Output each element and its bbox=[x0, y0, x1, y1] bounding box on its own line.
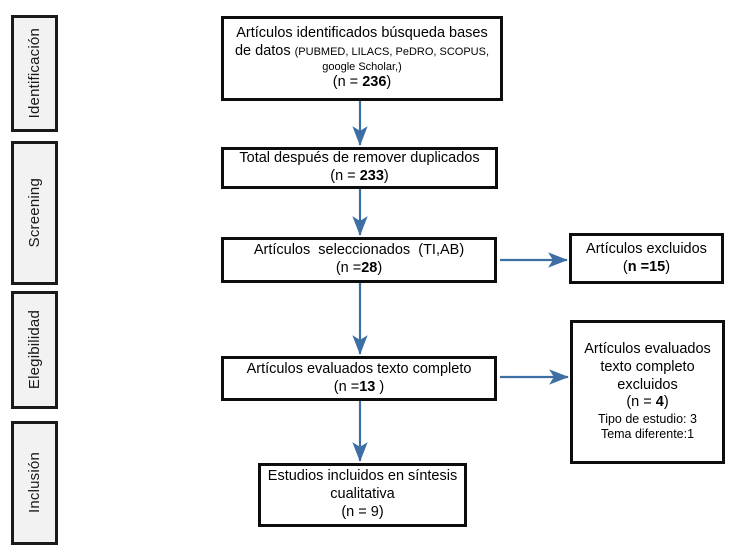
node-identified-line2-main: de datos bbox=[234, 42, 295, 59]
node-screened-excluded-count-suffix: ) bbox=[665, 258, 671, 275]
node-included-count-value: 9 bbox=[370, 503, 379, 520]
node-screened-count-value: 28 bbox=[361, 260, 378, 276]
stage-box-screening: Screening bbox=[11, 141, 58, 285]
node-articles-excluded: Artículos excluidos (n =15) bbox=[569, 233, 724, 284]
node-fulltext-assessed-count-value: 13 bbox=[359, 378, 376, 395]
node-deduplicated-count-value: 233 bbox=[359, 168, 384, 184]
stage-box-identificacion: Identificación bbox=[11, 15, 58, 132]
node-included-count-suffix: ) bbox=[378, 503, 384, 520]
node-fulltext-excluded-count-suffix: ) bbox=[663, 394, 669, 411]
node-identified-line2: de datos (PUBMED, LILACS, PeDRO, SCOPUS, bbox=[235, 43, 489, 61]
node-identified-line2-sources: (PUBMED, LILACS, PeDRO, SCOPUS, bbox=[294, 45, 490, 58]
stage-label-inclusion: Inclusión bbox=[26, 452, 43, 514]
node-fulltext-assessed-count-suffix: ) bbox=[375, 378, 385, 395]
stage-box-elegibilidad: Elegibilidad bbox=[11, 291, 58, 409]
node-articles-identified: Artículos identificados búsqueda bases d… bbox=[221, 16, 503, 101]
node-deduplicated-count: (n = 233) bbox=[330, 168, 388, 186]
node-fulltext-excluded-count-prefix: (n = bbox=[626, 394, 656, 411]
node-identified-count-prefix: (n = bbox=[332, 74, 363, 91]
node-screened-count: (n =28) bbox=[336, 260, 382, 278]
node-fulltext-assessed-line1: Artículos evaluados texto completo bbox=[246, 360, 472, 377]
node-screened-excluded-count: (n =15) bbox=[623, 259, 670, 277]
node-fulltext-excluded-line3: excluidos bbox=[617, 376, 678, 393]
node-fulltext-excluded-count: (n = 4) bbox=[626, 394, 668, 412]
node-fulltext-excluded-line2: texto completo bbox=[600, 359, 695, 376]
node-fulltext-excluded-line1: Artículos evaluados bbox=[584, 341, 711, 358]
stage-box-inclusion: Inclusión bbox=[11, 421, 58, 545]
node-screened-excluded-line1: Artículos excluidos bbox=[586, 240, 707, 257]
node-included-line2: cualitativa bbox=[330, 486, 395, 503]
node-deduplicated-count-prefix: (n = bbox=[330, 168, 360, 184]
node-fulltext-excluded-count-value: 4 bbox=[655, 394, 664, 411]
node-identified-count-value: 236 bbox=[362, 74, 387, 91]
node-fulltext-excluded: Artículos evaluados texto completo exclu… bbox=[570, 320, 725, 464]
node-fulltext-assessed-count-prefix: (n = bbox=[333, 378, 360, 395]
node-articles-screened: Artículos seleccionados (TI,AB) (n =28) bbox=[221, 237, 497, 283]
node-screened-line1: Artículos seleccionados (TI,AB) bbox=[253, 242, 465, 259]
node-identified-count-suffix: ) bbox=[386, 74, 392, 91]
node-included-count: (n = 9) bbox=[341, 504, 383, 522]
node-screened-count-prefix: (n = bbox=[335, 260, 362, 276]
node-studies-included: Estudios incluidos en síntesis cualitati… bbox=[258, 463, 467, 527]
node-identified-line3-sources: google Scholar,) bbox=[322, 60, 402, 73]
node-identified-count: (n = 236) bbox=[333, 74, 391, 92]
stage-label-screening: Screening bbox=[26, 178, 43, 248]
node-deduplicated-line1: Total después de remover duplicados bbox=[239, 150, 480, 167]
node-fulltext-excluded-reason-1: Tipo de estudio: 3 bbox=[598, 412, 697, 427]
node-fulltext-assessed-count: (n =13 ) bbox=[334, 379, 384, 397]
stage-label-elegibilidad: Elegibilidad bbox=[26, 310, 43, 390]
node-deduplicated-count-suffix: ) bbox=[383, 168, 389, 184]
stage-label-identificacion: Identificación bbox=[26, 28, 43, 119]
node-fulltext-excluded-reason-2: Tema diferente:1 bbox=[600, 427, 695, 442]
node-included-count-prefix: (n = bbox=[341, 503, 371, 520]
node-screened-excluded-count-value: n =15 bbox=[627, 258, 666, 275]
node-screened-excluded-count-prefix: ( bbox=[622, 258, 628, 275]
node-included-line1: Estudios incluidos en síntesis bbox=[267, 468, 458, 485]
node-screened-count-suffix: ) bbox=[377, 260, 383, 276]
node-fulltext-assessed: Artículos evaluados texto completo (n =1… bbox=[221, 356, 497, 401]
node-identified-line1: Artículos identificados búsqueda bases bbox=[236, 25, 488, 42]
node-duplicates-removed: Total después de remover duplicados (n =… bbox=[221, 147, 498, 189]
